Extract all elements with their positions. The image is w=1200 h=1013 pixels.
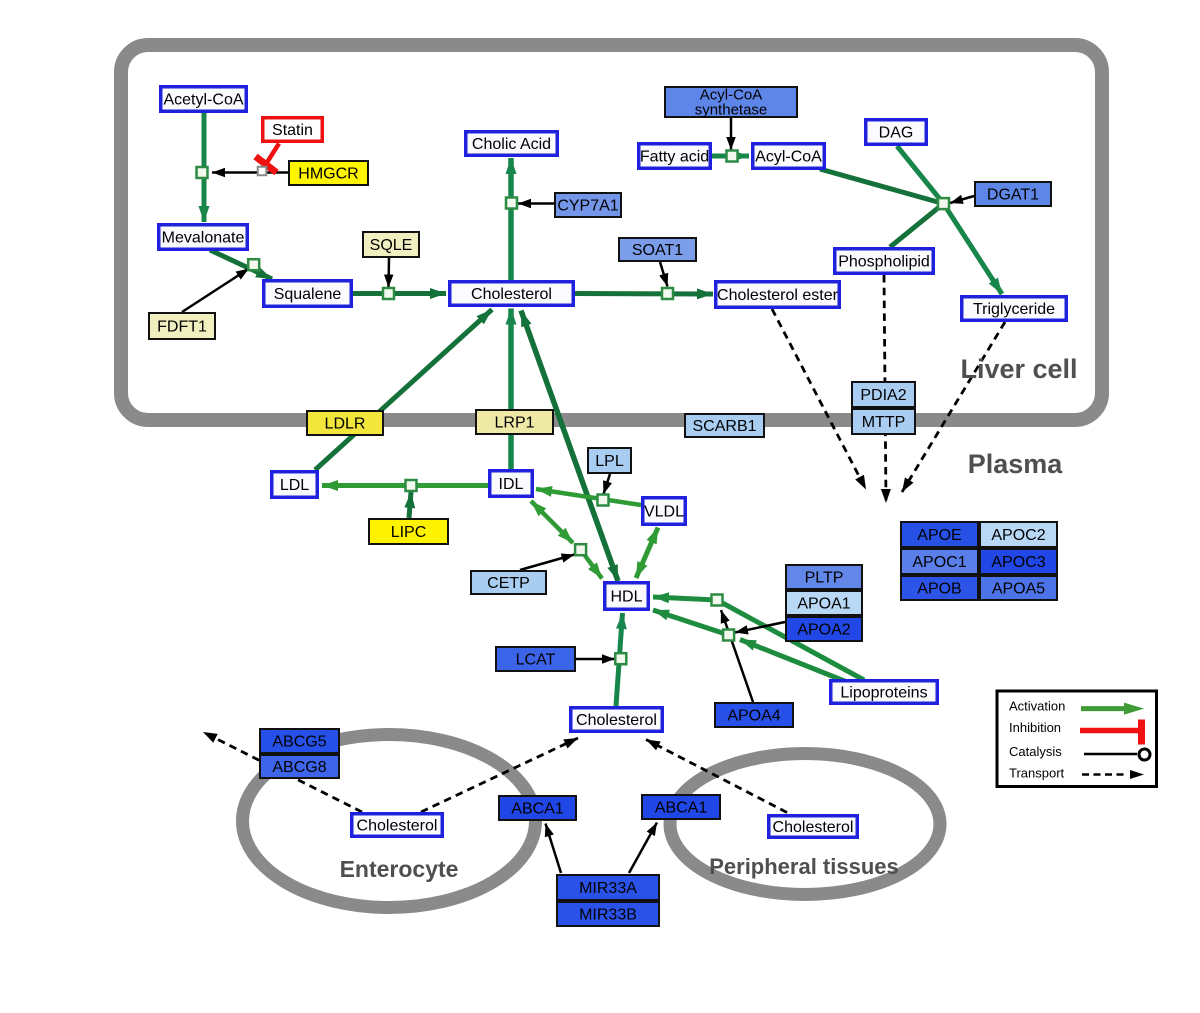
- svg-text:Liver cell: Liver cell: [960, 354, 1077, 384]
- svg-text:SCARB1: SCARB1: [692, 418, 756, 435]
- svg-text:ABCG5: ABCG5: [272, 734, 326, 751]
- svg-text:Cholesterol: Cholesterol: [576, 712, 657, 729]
- svg-text:SQLE: SQLE: [370, 237, 413, 254]
- svg-text:Lipoproteins: Lipoproteins: [840, 685, 927, 702]
- svg-text:APOE: APOE: [917, 527, 961, 544]
- svg-text:MIR33B: MIR33B: [579, 907, 637, 924]
- svg-text:Inhibition: Inhibition: [1009, 720, 1061, 735]
- svg-text:IDL: IDL: [499, 476, 524, 493]
- svg-text:APOA2: APOA2: [797, 622, 850, 639]
- svg-text:HMGCR: HMGCR: [298, 166, 358, 183]
- svg-text:Cholic Acid: Cholic Acid: [472, 136, 551, 153]
- svg-text:ABCA1: ABCA1: [655, 800, 708, 817]
- svg-text:Acyl-CoA: Acyl-CoA: [755, 149, 822, 166]
- svg-text:PDIA2: PDIA2: [860, 387, 906, 404]
- svg-text:Cholesterol ester: Cholesterol ester: [717, 287, 839, 304]
- svg-text:LDLR: LDLR: [325, 416, 366, 433]
- svg-text:Catalysis: Catalysis: [1009, 744, 1062, 759]
- svg-text:LDL: LDL: [280, 477, 309, 494]
- svg-text:Acetyl-CoA: Acetyl-CoA: [163, 92, 243, 109]
- svg-text:FDFT1: FDFT1: [157, 319, 207, 336]
- svg-text:LCAT: LCAT: [516, 652, 556, 669]
- svg-text:APOA4: APOA4: [727, 708, 780, 725]
- svg-text:LIPC: LIPC: [391, 524, 427, 541]
- svg-text:HDL: HDL: [610, 589, 642, 606]
- svg-text:VLDL: VLDL: [644, 504, 684, 521]
- svg-text:MTTP: MTTP: [862, 414, 906, 431]
- svg-text:Phospholipid: Phospholipid: [838, 254, 930, 271]
- svg-text:Transport: Transport: [1009, 766, 1065, 781]
- svg-text:DAG: DAG: [879, 125, 914, 142]
- svg-text:APOB: APOB: [917, 581, 961, 598]
- svg-text:Squalene: Squalene: [274, 286, 342, 303]
- svg-text:Acyl-CoA: Acyl-CoA: [700, 87, 763, 104]
- svg-text:LPL: LPL: [595, 453, 624, 470]
- svg-text:PLTP: PLTP: [805, 570, 844, 587]
- svg-text:CYP7A1: CYP7A1: [557, 198, 618, 215]
- svg-text:Activation: Activation: [1009, 699, 1065, 714]
- svg-text:Enterocyte: Enterocyte: [340, 856, 459, 882]
- svg-text:Statin: Statin: [272, 122, 313, 139]
- svg-text:Triglyceride: Triglyceride: [973, 301, 1055, 318]
- svg-text:Peripheral tissues: Peripheral tissues: [709, 854, 899, 879]
- svg-text:MIR33A: MIR33A: [579, 880, 637, 897]
- svg-text:Mevalonate: Mevalonate: [162, 230, 245, 247]
- svg-text:APOC1: APOC1: [912, 554, 966, 571]
- svg-text:Fatty acid: Fatty acid: [640, 149, 709, 166]
- svg-text:Cholesterol: Cholesterol: [357, 818, 438, 835]
- svg-text:ABCA1: ABCA1: [511, 801, 564, 818]
- svg-text:DGAT1: DGAT1: [987, 187, 1039, 204]
- svg-text:CETP: CETP: [487, 575, 530, 592]
- svg-text:Cholesterol: Cholesterol: [773, 819, 854, 836]
- svg-text:APOA1: APOA1: [797, 596, 850, 613]
- svg-text:ABCG8: ABCG8: [272, 759, 326, 776]
- svg-text:Plasma: Plasma: [968, 449, 1064, 479]
- svg-text:LRP1: LRP1: [494, 415, 534, 432]
- svg-text:APOA5: APOA5: [992, 581, 1045, 598]
- svg-text:APOC3: APOC3: [991, 554, 1045, 571]
- svg-text:Cholesterol: Cholesterol: [471, 286, 552, 303]
- svg-text:synthetase: synthetase: [695, 102, 768, 119]
- svg-text:APOC2: APOC2: [991, 527, 1045, 544]
- svg-text:SOAT1: SOAT1: [632, 242, 683, 259]
